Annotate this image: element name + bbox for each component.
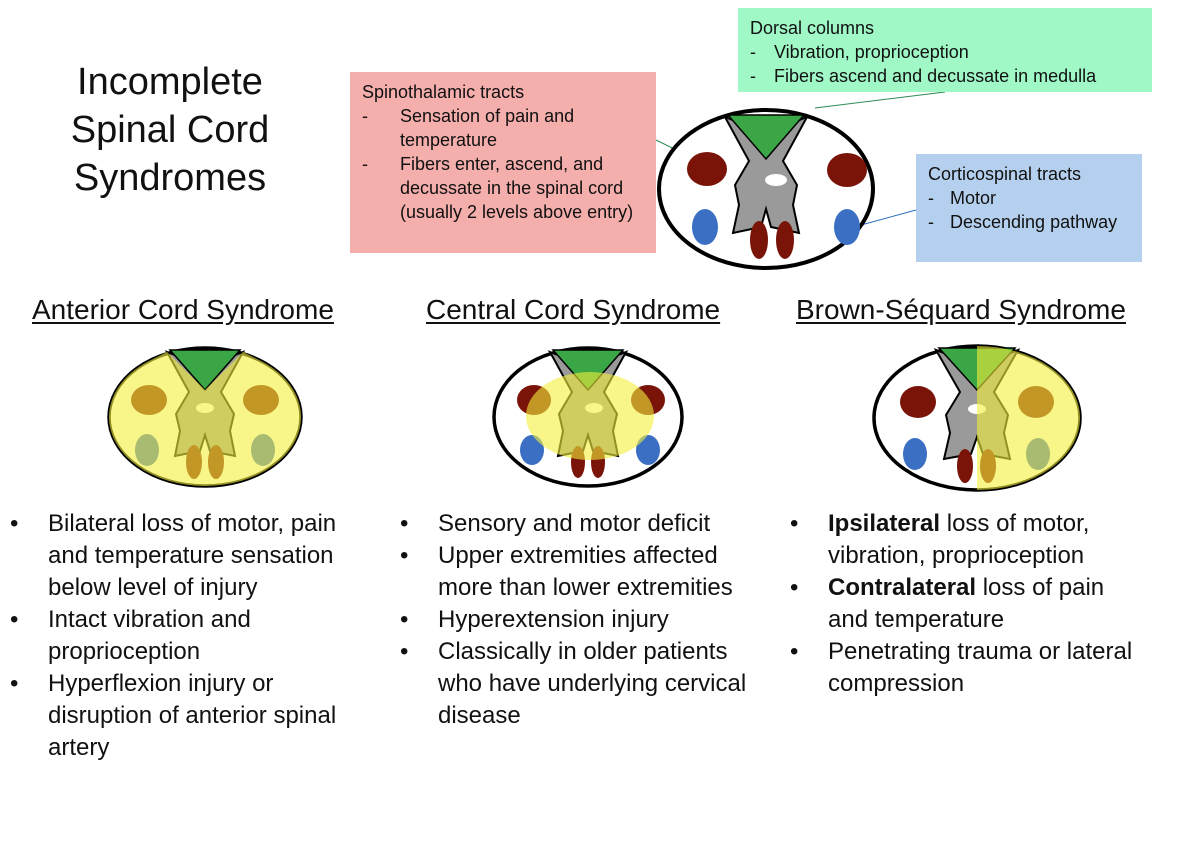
dorsal-columns-label-box: Dorsal columns Vibration, proprioception… — [738, 8, 1152, 92]
title-line-1: Incomplete — [77, 61, 263, 103]
corticospinal-tract-left — [903, 438, 927, 470]
dorsal-item: Fibers ascend and decussate in medulla — [750, 64, 1140, 88]
central-cord-diagram — [492, 346, 684, 488]
list-item: Sensory and motor deficit — [400, 508, 775, 540]
central-canal — [765, 174, 787, 186]
anterior-cord-bullets: Bilateral loss of motor, pain and temper… — [10, 508, 380, 764]
anterior-tract-left — [957, 449, 973, 483]
spinothalamic-tract-left — [900, 386, 936, 418]
corticospinal-label-box: Corticospinal tracts Motor Descending pa… — [916, 154, 1142, 262]
corticospinal-tract-left — [520, 435, 544, 465]
dorsal-columns — [168, 349, 242, 392]
spinothalamic-item: Fibers enter, ascend, and decussate in t… — [362, 152, 644, 224]
spinothalamic-label-box: Spinothalamic tracts Sensation of pain a… — [350, 72, 656, 253]
central-cord-heading: Central Cord Syndrome — [426, 294, 721, 325]
corticospinal-tract-right — [636, 435, 660, 465]
list-item: Intact vibration and proprioception — [10, 604, 380, 668]
anterior-tract-left — [750, 221, 768, 259]
corticospinal-tract-right — [834, 209, 860, 245]
list-item: Hyperflexion injury or disruption of ant… — [10, 668, 380, 764]
list-item: Hyperextension injury — [400, 604, 775, 636]
list-item: Contralateral loss of pain and temperatu… — [790, 572, 1150, 636]
lesion-overlay — [109, 352, 301, 486]
corticospinal-tract-left — [692, 209, 718, 245]
anterior-cord-diagram — [107, 346, 303, 488]
brown-sequard-heading: Brown-Séquard Syndrome — [796, 294, 1126, 325]
emphasis-contralateral: Contralateral — [828, 574, 977, 601]
spinothalamic-item: Sensation of pain and temperature — [362, 104, 644, 152]
corticospinal-title: Corticospinal tracts — [928, 164, 1082, 184]
brown-sequard-diagram — [872, 344, 1082, 492]
list-item: Penetrating trauma or lateral compressio… — [790, 636, 1150, 700]
list-item: Ipsilateral loss of motor, vibration, pr… — [790, 508, 1150, 572]
title-line-2: Spinal Cord — [70, 109, 270, 151]
list-item-text: loss of motor, vibration, proprioception — [828, 510, 1090, 569]
lesion-overlay — [526, 372, 654, 460]
central-cord-bullets: Sensory and motor deficit Upper extremit… — [400, 508, 775, 732]
list-item: Bilateral loss of motor, pain and temper… — [10, 508, 380, 604]
spinothalamic-tract-right — [827, 153, 867, 187]
dorsal-columns — [551, 349, 625, 392]
page-title: Incomplete Spinal Cord Syndromes — [40, 58, 300, 202]
anterior-tract-right — [776, 221, 794, 259]
corticospinal-item: Descending pathway — [928, 210, 1130, 234]
spinothalamic-title: Spinothalamic tracts — [362, 82, 525, 102]
brown-sequard-bullets: Ipsilateral loss of motor, vibration, pr… — [790, 508, 1150, 700]
dorsal-connector — [814, 91, 946, 109]
list-item: Classically in older patients who have u… — [400, 636, 775, 732]
corticospinal-item: Motor — [928, 186, 1130, 210]
lesion-overlay — [977, 346, 1080, 490]
list-item: Upper extremities affected more than low… — [400, 540, 775, 604]
dorsal-item: Vibration, proprioception — [750, 40, 1140, 64]
anterior-cord-heading: Anterior Cord Syndrome — [32, 294, 334, 325]
title-line-3: Syndromes — [73, 157, 267, 199]
dorsal-title: Dorsal columns — [750, 18, 875, 38]
dorsal-columns — [726, 114, 806, 161]
reference-cord-diagram — [657, 108, 875, 270]
spinothalamic-tract-left — [687, 152, 727, 186]
emphasis-ipsilateral: Ipsilateral — [828, 510, 941, 537]
list-item-text: loss of pain and temperature — [828, 574, 1105, 633]
